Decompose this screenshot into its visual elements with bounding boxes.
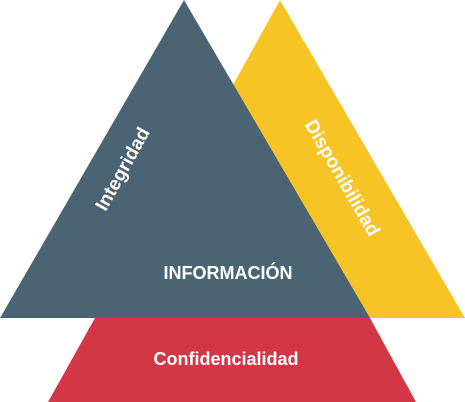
integrity-triangle — [0, 0, 370, 318]
availability-triangle — [233, 0, 465, 318]
confidentiality-trapezoid — [48, 318, 416, 402]
confidentiality-label: Confidencialidad — [153, 349, 298, 369]
center-label: INFORMACIÓN — [164, 262, 293, 283]
